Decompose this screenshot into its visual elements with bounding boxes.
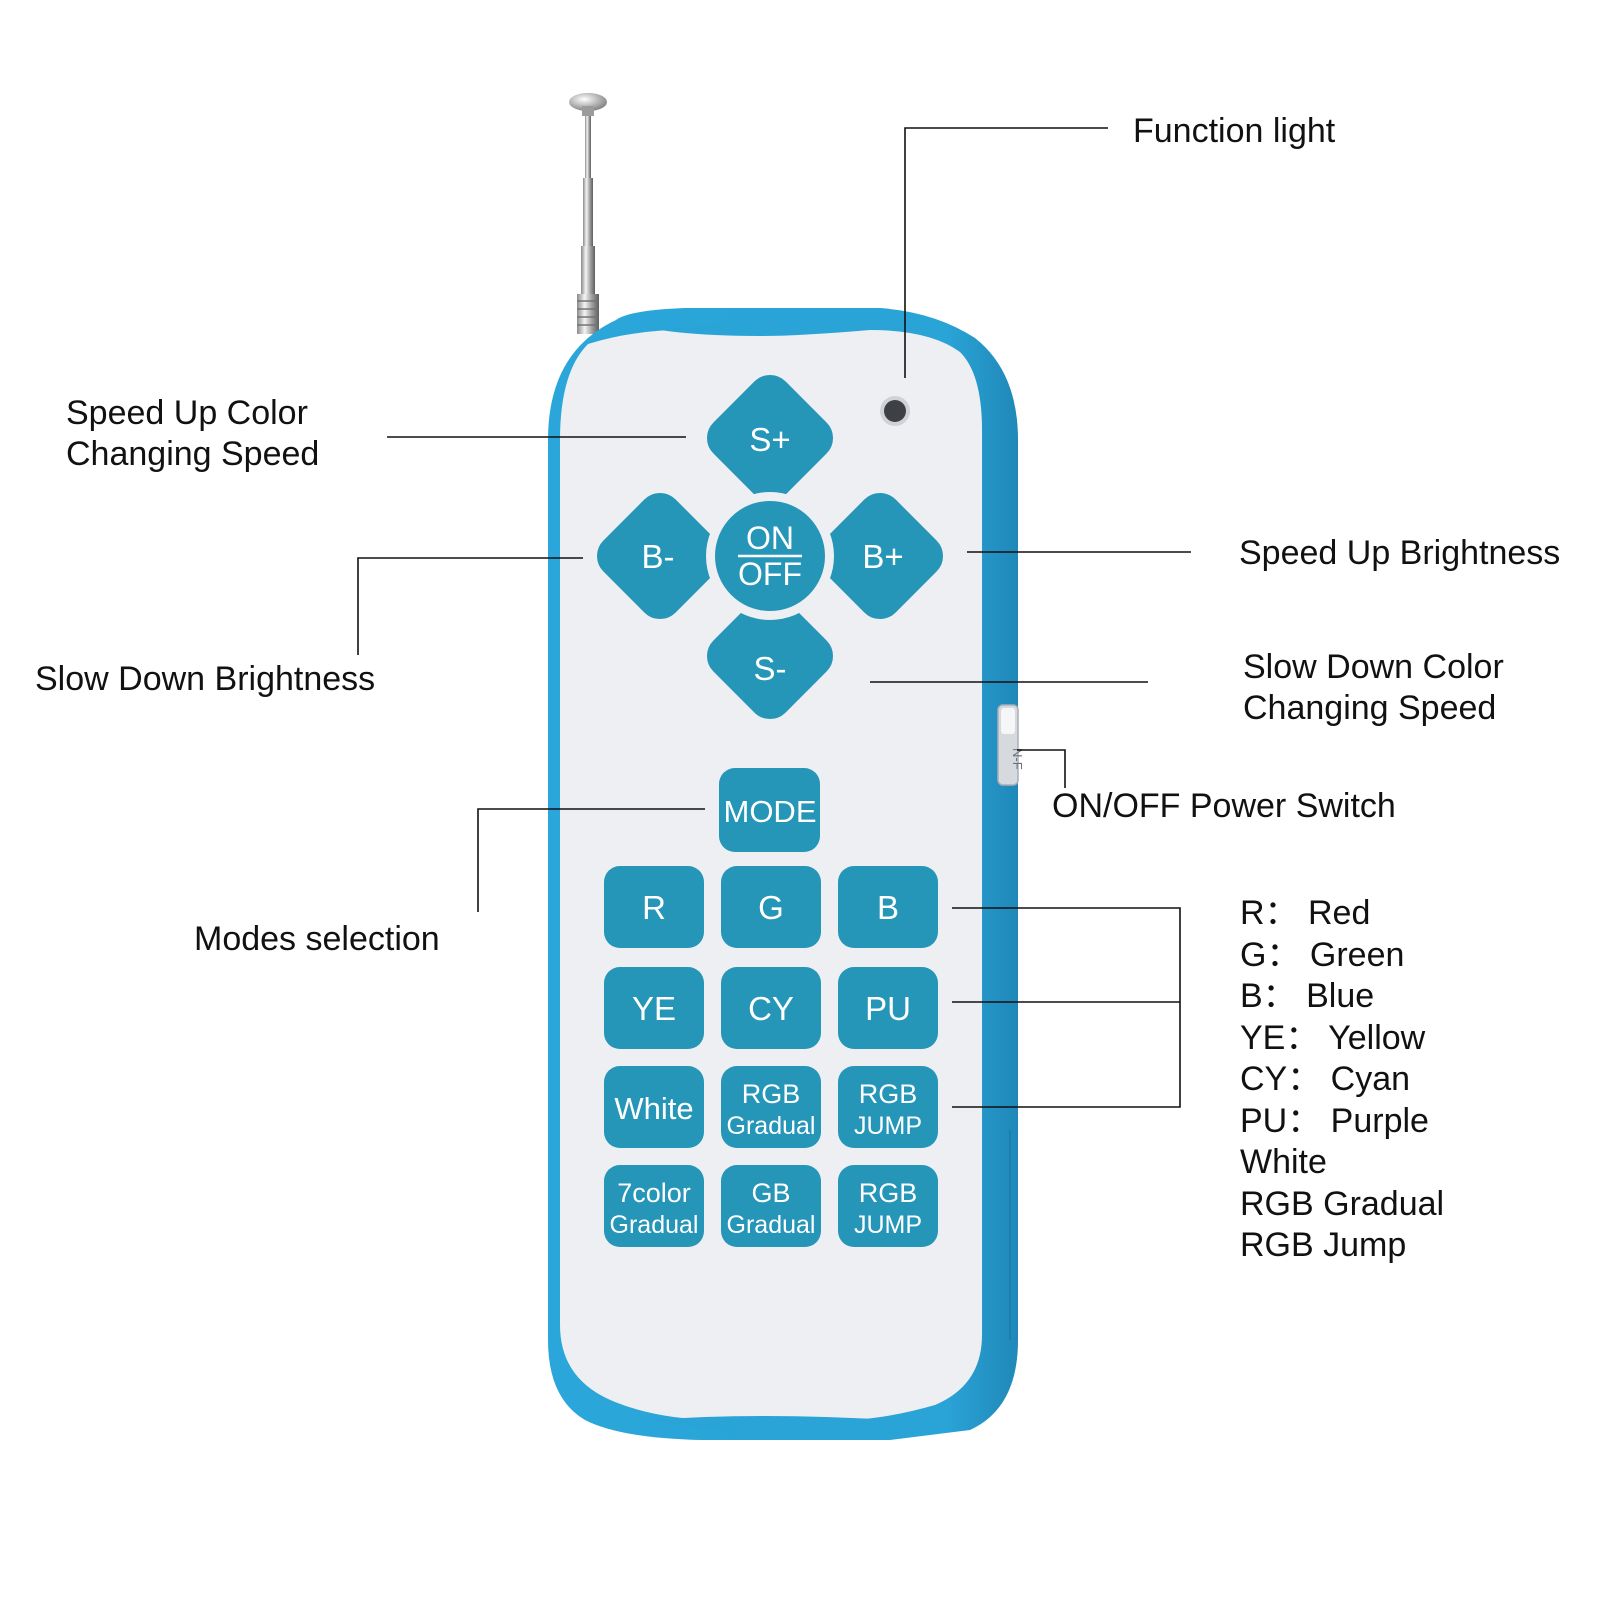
key-mode-label: MODE (724, 794, 817, 829)
color-key-face (721, 967, 821, 1049)
label-function-light: Function light (1133, 112, 1336, 150)
label-speed-up-color: Speed Up Color Changing Speed (66, 393, 319, 475)
power-switch-text: N-F (1010, 748, 1025, 770)
color-key[interactable]: R (604, 866, 704, 948)
leader-slow-down-brightness (357, 557, 583, 655)
antenna-icon (569, 93, 607, 334)
legend-item: CY： Cyan (1240, 1060, 1411, 1098)
legend-item: PU： Purple (1240, 1101, 1429, 1140)
color-key[interactable]: YE (604, 967, 704, 1049)
power-switch-icon[interactable]: N-F (997, 704, 1025, 786)
key-speed-up[interactable] (692, 360, 848, 516)
color-key-label: RGB (742, 1079, 801, 1109)
color-key-label: B (877, 889, 899, 926)
label-slow-down-color: Slow Down Color Changing Speed (1243, 647, 1504, 729)
color-key-label: JUMP (854, 1112, 922, 1140)
color-key-face (721, 1165, 821, 1247)
color-key-face (721, 1066, 821, 1148)
color-key-label: Gradual (727, 1211, 816, 1239)
leader-lines (357, 127, 1191, 1108)
color-key-face (604, 1066, 704, 1148)
legend-item: White (1240, 1143, 1327, 1181)
legend-item: YE： Yellow (1240, 1018, 1426, 1057)
color-key-face (604, 1165, 704, 1247)
key-mode[interactable]: MODE (719, 768, 820, 852)
leader-modes-selection (477, 808, 705, 912)
label-slow-down-color-line2: Changing Speed (1243, 689, 1497, 727)
color-key-label: G (758, 889, 784, 926)
color-key[interactable]: PU (838, 967, 938, 1049)
key-on-label: ON (746, 520, 794, 556)
label-modes-selection: Modes selection (194, 920, 440, 958)
label-speed-up-color-line1: Speed Up Color (66, 394, 308, 432)
color-key-label: PU (865, 990, 911, 1027)
legend-item: RGB Gradual (1240, 1184, 1445, 1223)
key-brightness-down[interactable] (582, 478, 738, 634)
color-key[interactable]: RGB JUMP (838, 1165, 938, 1247)
color-legend: R： Red G： Green B： Blue YE： Yellow CY： C… (1240, 893, 1444, 1267)
key-off-label: OFF (738, 556, 802, 592)
label-slow-down-color-line1: Slow Down Color (1243, 648, 1504, 686)
color-key[interactable]: RGB JUMP (838, 1066, 938, 1148)
legend-item: G： Green (1240, 935, 1405, 974)
color-key[interactable]: CY (721, 967, 821, 1049)
color-key-face (838, 1066, 938, 1148)
label-speed-up-brightness: Speed Up Brightness (1239, 534, 1561, 572)
color-key-label: CY (748, 990, 794, 1027)
color-key-label: White (614, 1091, 693, 1126)
color-key-label: R (642, 889, 666, 926)
label-speed-up-color-line2: Changing Speed (66, 435, 320, 473)
leader-power-switch (1017, 749, 1066, 788)
color-key-face (838, 967, 938, 1049)
color-key-label: RGB (859, 1178, 918, 1208)
color-key-label: GB (751, 1178, 790, 1208)
color-key[interactable]: White (604, 1066, 704, 1148)
color-key[interactable]: RGB Gradual (721, 1066, 821, 1148)
leader-legend-bracket (952, 907, 1181, 1108)
key-brightness-up[interactable] (802, 478, 958, 634)
color-key[interactable]: GB Gradual (721, 1165, 821, 1247)
legend-item: RGB Jump (1240, 1226, 1407, 1264)
leader-function-light (904, 127, 1108, 378)
label-power-switch: ON/OFF Power Switch (1052, 787, 1396, 825)
color-key-face (604, 866, 704, 948)
color-key-label: Gradual (727, 1112, 816, 1140)
label-slow-down-brightness: Slow Down Brightness (35, 660, 376, 698)
key-brightness-up-label: B+ (862, 538, 903, 575)
key-speed-up-label: S+ (749, 421, 790, 458)
color-key-label: Gradual (610, 1211, 699, 1239)
function-light-icon (880, 396, 910, 426)
legend-item: B： Blue (1240, 977, 1375, 1015)
color-key-label: RGB (859, 1079, 918, 1109)
color-key-face (838, 1165, 938, 1247)
color-key[interactable]: B (838, 866, 938, 948)
legend-item: R： Red (1240, 894, 1371, 932)
color-key-label: JUMP (854, 1211, 922, 1239)
color-key-label: YE (632, 990, 676, 1027)
color-key-label: 7color (617, 1178, 691, 1208)
key-speed-down[interactable] (692, 578, 848, 734)
key-brightness-down-label: B- (642, 538, 675, 575)
color-key[interactable]: G (721, 866, 821, 948)
key-speed-down-label: S- (754, 650, 787, 687)
color-key-face (604, 967, 704, 1049)
color-key-face (838, 866, 938, 948)
key-on-off[interactable]: ON OFF (706, 492, 834, 620)
color-key-face (721, 866, 821, 948)
